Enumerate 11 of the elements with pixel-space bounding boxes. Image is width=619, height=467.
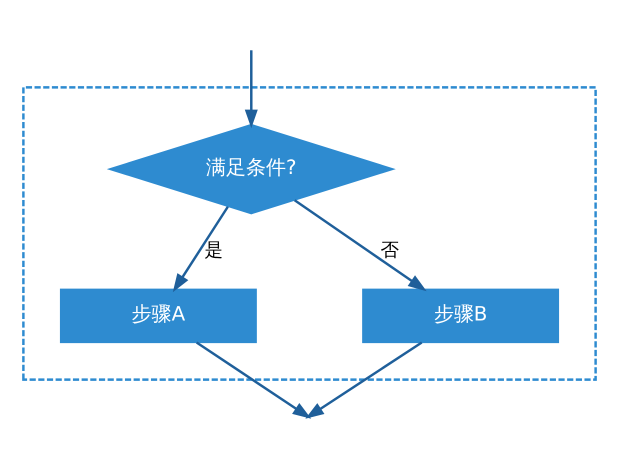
edge-label: 是	[204, 240, 224, 261]
node-box: 步骤B	[362, 288, 560, 344]
arrow	[196, 341, 312, 419]
edge-label: 否	[380, 240, 400, 261]
node-diamond: 满足条件?	[106, 124, 396, 214]
arrow	[172, 206, 229, 292]
node-box: 步骤A	[60, 288, 257, 344]
arrow	[244, 50, 258, 128]
arrow	[294, 199, 427, 292]
cluster	[22, 86, 597, 381]
arrow	[305, 341, 422, 419]
